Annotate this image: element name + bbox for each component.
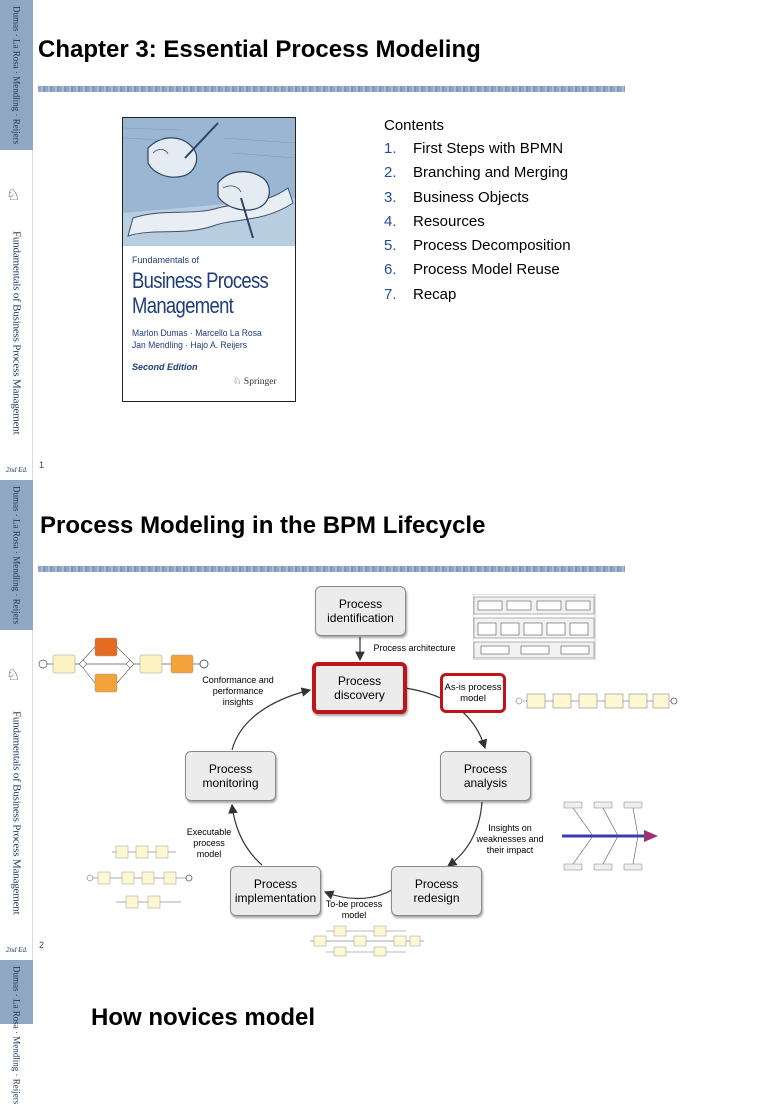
label-executable-model: Executable process model — [186, 827, 232, 859]
node-process-implementation: Process implementation — [230, 866, 321, 916]
sidebar-authors: Dumas · La Rosa · Mendling · Reijers — [11, 485, 22, 625]
page-number: 1 — [39, 460, 45, 470]
as-is-model-thumbnail — [515, 693, 678, 709]
node-process-monitoring: Process monitoring — [185, 751, 276, 801]
label-insights-weaknesses: Insights on weaknesses and their impact — [476, 823, 544, 855]
sidebar-authors-band — [0, 0, 33, 150]
contents-item: 6.Process Model Reuse — [384, 261, 560, 279]
springer-horse-icon: ♘ — [6, 187, 21, 204]
slide-title: Chapter 3: Essential Process Modeling — [38, 36, 481, 63]
cover-edition: Second Edition — [132, 362, 198, 372]
contents-item: 5.Process Decomposition — [384, 237, 571, 255]
label-process-architecture: Process architecture — [373, 643, 456, 653]
label-to-be-model: To-be process model — [325, 899, 383, 920]
cover-subtitle: Fundamentals of — [132, 255, 200, 265]
contents-item: 2.Branching and Merging — [384, 164, 569, 182]
sidebar-authors-band — [0, 480, 33, 630]
contents-list: Contents 1.First Steps with BPMN 2.Branc… — [384, 117, 571, 310]
title-divider — [38, 566, 625, 572]
sidebar-edition: 2nd Ed. — [6, 946, 28, 954]
sidebar-authors-band — [0, 960, 33, 1024]
contents-item: 4.Resources — [384, 212, 485, 230]
sidebar-book-title: Fundamentals of Business Process Managem… — [10, 230, 23, 435]
page-number: 2 — [39, 940, 45, 950]
sidebar-edition: 2nd Ed. — [6, 466, 28, 474]
cover-artwork — [123, 118, 295, 246]
slide-title: How novices model — [91, 1004, 316, 1031]
springer-horse-icon: ♘ — [6, 667, 21, 684]
sidebar-title-band — [0, 630, 33, 960]
node-process-identification: Process identification — [315, 586, 406, 636]
contents-item: 7.Recap — [384, 285, 457, 303]
label-conformance-insights: Conformance and performance insights — [202, 675, 274, 707]
contents-item: 3.Business Objects — [384, 188, 529, 206]
node-process-analysis: Process analysis — [440, 751, 531, 801]
node-process-discovery: Process discovery — [312, 662, 407, 714]
sidebar-book-title: Fundamentals of Business Process Managem… — [10, 710, 23, 915]
monitoring-model-thumbnail — [38, 637, 209, 693]
sidebar-authors: Dumas · La Rosa · Mendling · Reijers — [11, 5, 22, 145]
architecture-thumbnail — [473, 594, 596, 660]
cover-authors: Marlon Dumas · Marcello La Rosa Jan Mend… — [132, 328, 262, 351]
springer-logo-icon: ♘ — [233, 377, 242, 387]
label-as-is-model: As-is process model — [440, 673, 506, 713]
book-cover: Fundamentals of Business Process Managem… — [122, 117, 296, 402]
contents-item: 1.First Steps with BPMN — [384, 140, 564, 157]
node-process-redesign: Process redesign — [391, 866, 482, 916]
contents-heading: Contents — [384, 117, 445, 134]
analysis-diagram-thumbnail — [562, 801, 658, 871]
executable-model-thumbnail — [86, 845, 193, 909]
sidebar-title-band — [0, 150, 33, 480]
sidebar-authors: Dumas · La Rosa · Mendling · Reijers — [11, 965, 22, 1105]
slide-title: Process Modeling in the BPM Lifecycle — [40, 512, 486, 539]
to-be-model-thumbnail — [310, 925, 424, 957]
cover-publisher: ♘ Springer — [233, 377, 277, 387]
cover-title: Business Process Management — [132, 268, 269, 318]
title-divider — [38, 86, 625, 92]
